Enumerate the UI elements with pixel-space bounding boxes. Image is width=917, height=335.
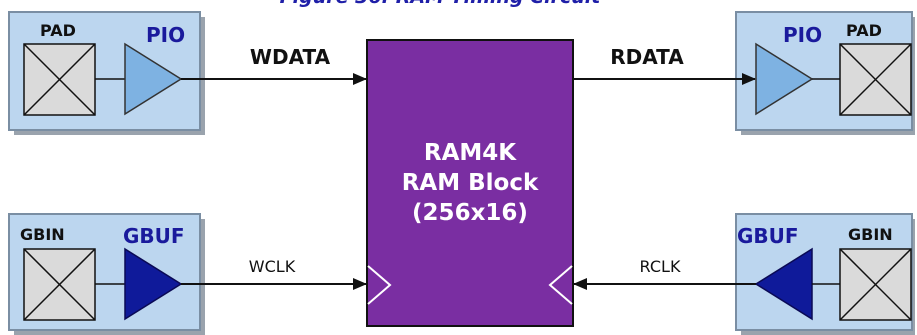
read-clock-gbuf-block: GBUF GBIN — [735, 213, 915, 335]
pad-cross-icon — [839, 43, 912, 116]
gbuf-label: GBUF — [123, 224, 185, 248]
wdata-label: WDATA — [250, 45, 331, 69]
pad-cross-icon — [839, 248, 912, 321]
buffer-triangle-icon — [755, 42, 814, 116]
ram-name-label: RAM4K — [424, 140, 517, 166]
wclk-label: WCLK — [249, 257, 296, 276]
ram-type-label: RAM Block — [402, 170, 539, 196]
pio-label: PIO — [146, 23, 185, 47]
pad-cross-icon — [23, 43, 96, 116]
pad-label: PAD — [40, 21, 76, 40]
rdata-label: RDATA — [610, 45, 684, 69]
ram-size-label: (256x16) — [412, 200, 528, 226]
ram-block: RAM4K RAM Block (256x16) — [366, 39, 574, 327]
gbuf-label: GBUF — [737, 224, 799, 248]
rclk-label: RCLK — [640, 257, 681, 276]
input-pio-block: PAD PIO — [8, 11, 205, 135]
figure-title: Figure 36: RAM Timing Circuit — [280, 0, 602, 8]
clock-input-chevron-icon — [548, 265, 573, 305]
pad-label: PAD — [846, 21, 882, 40]
pio-label: PIO — [783, 23, 822, 47]
clock-input-chevron-icon — [367, 265, 392, 305]
buffer-triangle-icon — [124, 247, 183, 321]
gbin-label: GBIN — [20, 225, 65, 244]
gbin-label: GBIN — [848, 225, 893, 244]
pad-cross-icon — [23, 248, 96, 321]
buffer-triangle-icon — [124, 42, 183, 116]
output-pio-block: PIO PAD — [735, 11, 915, 135]
write-clock-gbuf-block: GBIN GBUF — [8, 213, 205, 335]
